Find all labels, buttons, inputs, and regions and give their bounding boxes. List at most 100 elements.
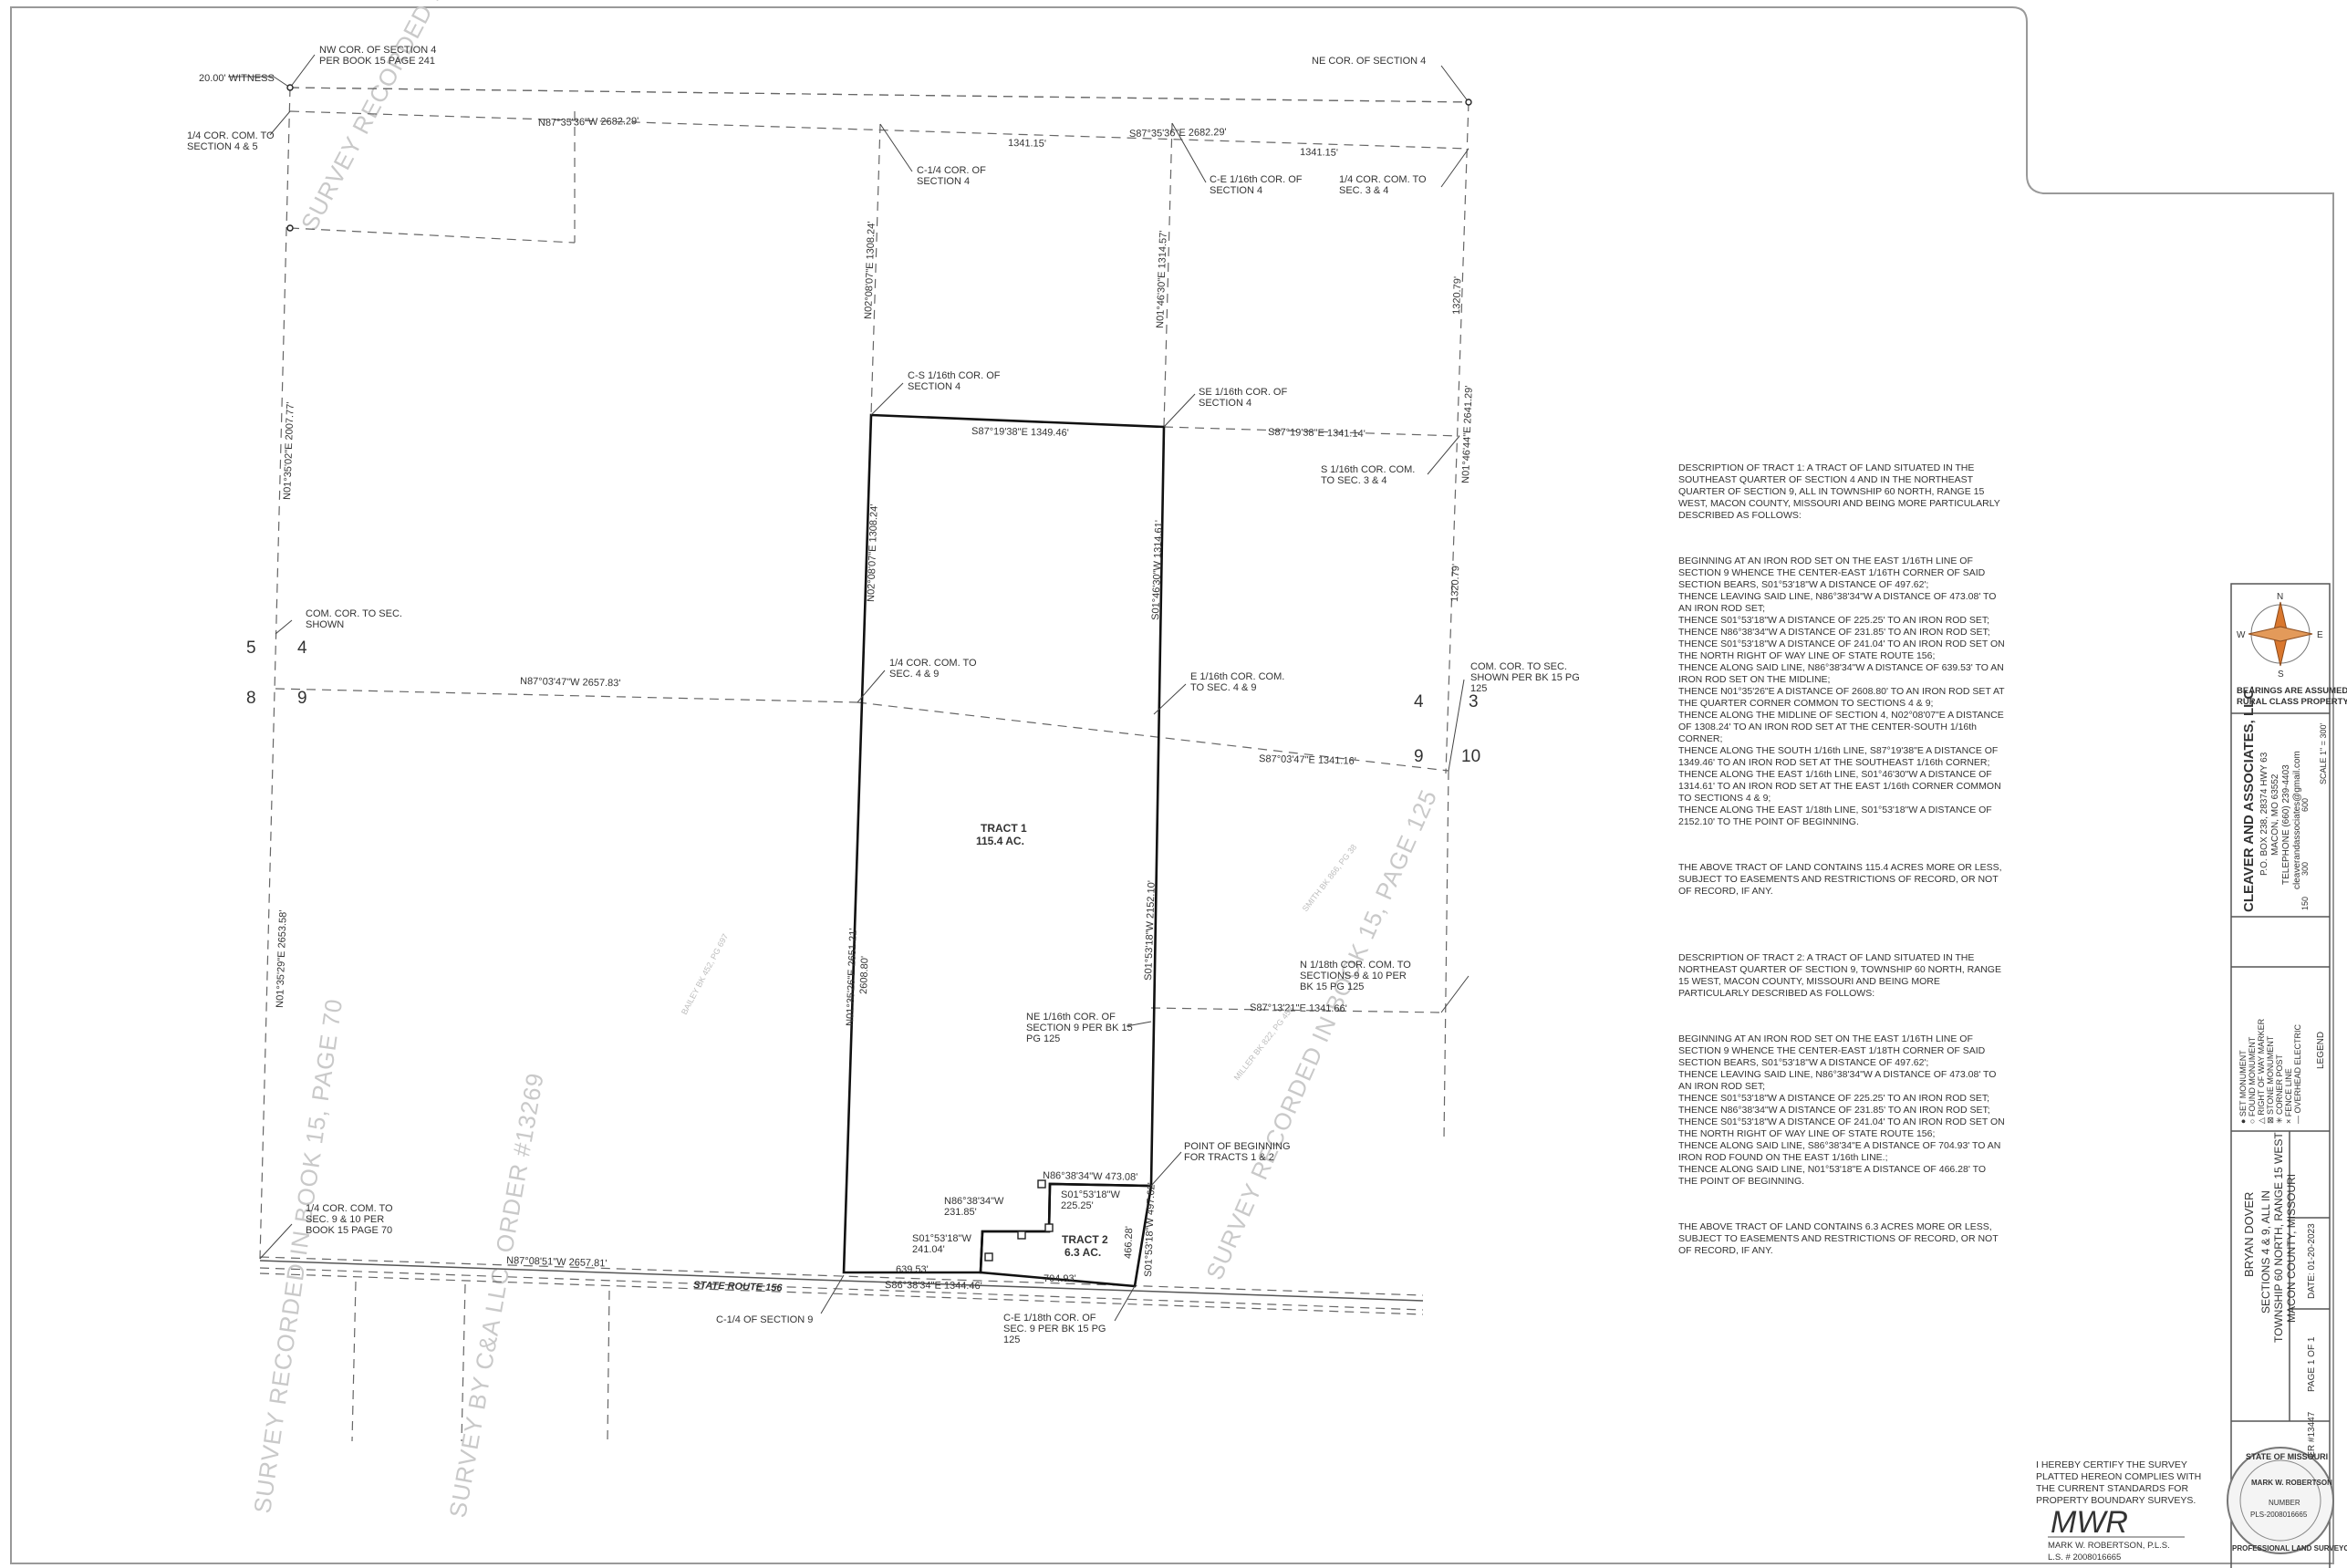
page-number: PAGE 1 OF 1 [2307, 1336, 2317, 1392]
text-line: S 1/16th COR. COM. [1321, 464, 1415, 475]
section-5: 5 [246, 639, 256, 658]
ghost-order: SURVEY BY C&A LLC. ORDER #13269 [443, 1070, 548, 1520]
bearing-v-n01-2651: N01°35'26"E 2651.21' [845, 928, 859, 1026]
certification-block: I HEREBY CERTIFY THE SURVEY PLATTED HERE… [2036, 1459, 2218, 1507]
project-line-1: SECTIONS 4 & 9, ALL IN [2259, 1190, 2272, 1314]
text-line: SE 1/16th COR. OF [1199, 387, 1287, 398]
compass-s: S [2278, 670, 2284, 680]
bearing-v-466: 466.28' [1123, 1226, 1135, 1259]
row-line [259, 1260, 1424, 1302]
text-line: SECTIONS 9 & 10 PER [1300, 971, 1407, 981]
text-line: NW COR. OF SECTION 4 [319, 45, 436, 56]
bearing-704: 704.93' [1044, 1273, 1076, 1284]
tract2-acres: 6.3 AC. [1064, 1246, 1101, 1259]
title-block [2230, 583, 2331, 1568]
certification-statement: I HEREBY CERTIFY THE SURVEY PLATTED HERE… [2036, 1459, 2202, 1506]
scale-tick-300: 300 [2300, 862, 2310, 876]
text-line: C-E 1/18th COR. OF [1003, 1313, 1096, 1324]
tract2-desc-p2: BEGINNING AT AN IRON ROD SET ON THE EAST… [1678, 1033, 2005, 1187]
ghost-miller: MILLER BK 822, PG 458 [1232, 1004, 1295, 1082]
text-line: POINT OF BEGINNING [1184, 1141, 1291, 1152]
section-4-left: 4 [297, 639, 307, 658]
section-lines [259, 87, 1469, 1442]
text-line: SECTION 4 [917, 176, 970, 187]
bearing-v-s01-2152: S01°53'18"W 2152.10' [1143, 880, 1158, 981]
company-address: P.O. BOX 238, 28374 HWY 63 [2259, 752, 2269, 876]
label-com-cor-shown: COM. COR. TO SEC.SHOWN [306, 608, 402, 630]
text-line: C-E 1/16th COR. OF [1210, 174, 1303, 185]
text-line: FOR TRACTS 1 & 2 [1184, 1152, 1274, 1163]
section-9-left: 9 [297, 689, 307, 708]
scale-tick-600: 600 [2300, 798, 2310, 812]
text-line: 1/4 COR. COM. TO [889, 658, 977, 669]
bearing-s16-line: S87°19'38"E 1349.46' [971, 426, 1069, 439]
legend-item-5: × FENCE LINE [2284, 1068, 2293, 1124]
company-city: MACON, MO 63552 [2270, 774, 2280, 856]
text-line: 1/4 COR. COM. TO [1339, 174, 1427, 185]
text-line: TO SEC. 4 & 9 [1190, 682, 1257, 693]
text-line: SECTION 4 [908, 381, 961, 392]
bearing-mid-right: S87°03'47"E 1341.16' [1259, 753, 1356, 767]
bearing-s87-13: S87°13'21"E 1341.66' [1250, 1002, 1347, 1014]
compass-n: N [2277, 592, 2283, 602]
text-line: SHOWN PER BK 15 PG [1470, 672, 1580, 683]
tract2-label: TRACT 2 [1062, 1233, 1108, 1246]
leader-lines [228, 54, 1469, 1322]
text-line: SEC. 3 & 4 [1339, 185, 1388, 196]
text-line: PER BOOK 15 PAGE 241 [319, 56, 435, 67]
text-line: S01°53'18"W [1061, 1189, 1120, 1200]
legend-item-1: ○ FOUND MONUMENT [2248, 1036, 2257, 1124]
text-line: S01°53'18"W [912, 1233, 971, 1244]
section-4-right: 4 [1414, 692, 1424, 711]
project-line-2: TOWNSHIP 60 NORTH, RANGE 15 WEST [2272, 1132, 2285, 1343]
text-line: 1/4 COR. COM. TO [187, 130, 275, 141]
bearing-top-left: N87°35'36"W 2682.29' [538, 116, 639, 129]
tract1-acres: 115.4 AC. [976, 835, 1024, 847]
bearing-v-497: S01°53'18"W 497.62' [1143, 1182, 1158, 1277]
bearing-v-n02-top: N02°08'07"E 1308.24' [863, 221, 878, 319]
legend-item-6: — OVERHEAD ELECTRIC [2293, 1023, 2302, 1124]
text-line: 125 [1470, 683, 1487, 694]
tract1-desc-p1: DESCRIPTION OF TRACT 1: A TRACT OF LAND … [1678, 462, 2003, 521]
bearing-n86-473: N86°38'34"W 473.08' [1043, 1170, 1137, 1183]
text-line: 225.25' [1061, 1200, 1094, 1211]
bearing-v-n01-2007: N01°35'02"E 2007.77' [282, 401, 296, 500]
sheet-border [10, 6, 2334, 1564]
label-ne-cor: NE COR. OF SECTION 4 [1312, 56, 1426, 67]
tract2-description: DESCRIPTION OF TRACT 2: A TRACT OF LAND … [1678, 929, 2007, 1279]
bearing-639: 639.53' [896, 1264, 929, 1275]
seal-top: STATE OF MISSOURI [2246, 1452, 2328, 1461]
text-line: NE 1/16th COR. OF [1026, 1012, 1116, 1023]
text-line: SECTION 4 & 5 [187, 141, 258, 152]
text-line: SEC. 9 PER BK 15 PG [1003, 1324, 1106, 1334]
compass-w: W [2237, 630, 2246, 640]
compass-e: E [2317, 630, 2323, 640]
text-line: C-S 1/16th COR. OF [908, 370, 1001, 381]
seal-bottom: PROFESSIONAL LAND SURVEYOR [2232, 1544, 2347, 1552]
tract1-label: TRACT 1 [981, 822, 1027, 835]
state-route-label: STATE ROUTE 156 [693, 1280, 784, 1293]
tract1-desc-p2: BEGINNING AT AN IRON ROD SET ON THE EAST… [1678, 556, 2005, 827]
company-email: cleaverandassociates@gmail.com [2292, 751, 2302, 889]
date: DATE: 01-20-2023 [2307, 1223, 2317, 1299]
text-line: 125 [1003, 1334, 1020, 1345]
text-line: BK 15 PG 125 [1300, 981, 1364, 992]
legend-title: LEGEND [2316, 1032, 2326, 1069]
scale-tick-150: 150 [2300, 897, 2310, 910]
text-line: SEC. 4 & 9 [889, 669, 939, 680]
bearing-v-n01-2653: N01°35'29"E 2653.58' [275, 909, 289, 1008]
text-line: COM. COR. TO SEC. [1470, 661, 1567, 672]
text-line: BOOK 15 PAGE 70 [306, 1225, 392, 1236]
